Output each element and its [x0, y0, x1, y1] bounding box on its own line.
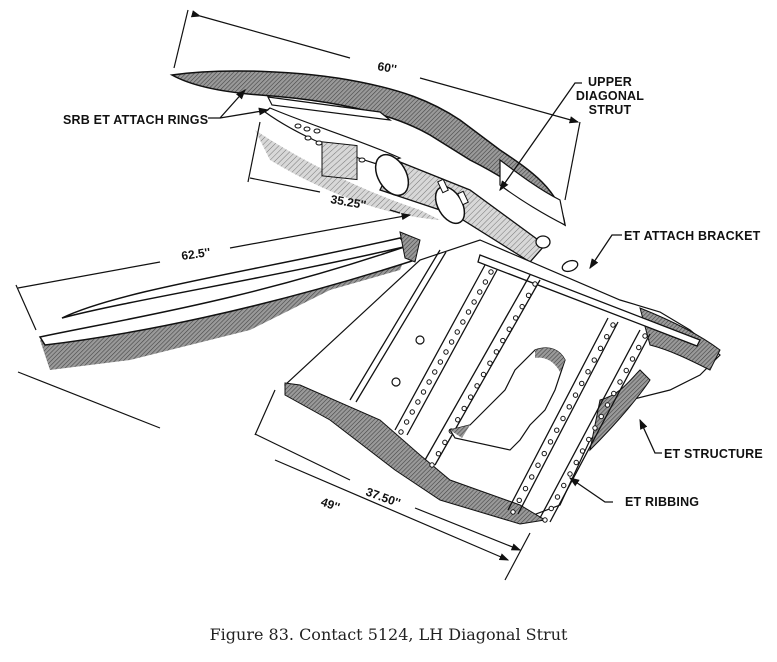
- rivet-hole: [516, 497, 522, 504]
- rivet-hole: [432, 369, 438, 375]
- rivet-hole: [461, 405, 467, 412]
- rivet-hole: [429, 462, 435, 468]
- et-ribbing: [349, 249, 651, 523]
- rivet-hole: [604, 333, 610, 340]
- rivet-hole: [437, 359, 444, 365]
- rivet-hole: [617, 379, 623, 385]
- rivet-hole: [579, 380, 585, 387]
- rivet-hole: [455, 417, 461, 423]
- rivet-hole: [610, 322, 616, 328]
- rivet-hole: [510, 509, 516, 515]
- rivet-hole: [488, 269, 494, 275]
- rivet-hole: [415, 399, 421, 405]
- rivet-hole: [487, 360, 493, 366]
- dimension-lines: [15, 9, 581, 581]
- label-upper-diagonal-strut-line2: DIAGONAL: [576, 89, 644, 103]
- rivet-hole: [398, 429, 404, 435]
- rivet-hole: [604, 402, 611, 408]
- rivet-hole: [474, 383, 480, 389]
- rivet-hole: [542, 517, 548, 523]
- rivet-hole: [623, 367, 629, 374]
- rivet-hole: [512, 315, 519, 321]
- label-et-ribbing: ET RIBBING: [625, 495, 699, 509]
- dimension-62-5in: 62.5'': [180, 245, 211, 263]
- rivet-hole: [573, 459, 579, 466]
- rivet-hole: [480, 371, 487, 378]
- rivet-hole: [460, 319, 466, 325]
- figure-caption: Figure 83. Contact 5124, LH Diagonal Str…: [209, 625, 568, 644]
- dimension-60in: 60'': [376, 59, 397, 76]
- rivet-hole: [500, 337, 506, 344]
- rivet-hole: [566, 404, 572, 410]
- rivet-hole: [572, 392, 579, 398]
- rivet-hole: [471, 299, 477, 305]
- rivet-hole: [642, 333, 648, 339]
- rivet-hole: [420, 389, 427, 395]
- label-upper-diagonal-strut-line3: STRUT: [589, 103, 632, 117]
- rivet-hole: [477, 289, 483, 295]
- rivet-hole: [611, 390, 617, 397]
- label-upper-diagonal-strut-line1: UPPER: [588, 75, 632, 89]
- rivet-hole: [541, 450, 547, 457]
- rivet-hole: [454, 329, 460, 335]
- rivet-holes: [398, 269, 648, 523]
- rivet-hole: [443, 349, 449, 355]
- rivet-hole: [592, 425, 598, 431]
- rivet-hole: [482, 279, 489, 285]
- rivet-hole: [529, 474, 535, 480]
- rivet-hole: [448, 339, 455, 345]
- rivet-hole: [467, 394, 474, 400]
- rivet-hole: [579, 448, 586, 454]
- rivet-hole: [560, 415, 566, 422]
- upper-diagonal-strut: [374, 153, 566, 263]
- rivet-hole: [426, 379, 432, 385]
- dimension-35-25in: 35.25'': [329, 192, 367, 212]
- rivet-hole: [532, 281, 538, 287]
- rivet-hole: [525, 292, 532, 299]
- label-et-attach-bracket: ET ATTACH BRACKET: [624, 229, 761, 243]
- rivet-hole: [442, 439, 448, 446]
- rivet-hole: [506, 326, 512, 332]
- rivet-hole: [567, 471, 573, 477]
- rivet-hole: [598, 413, 604, 420]
- rivet-hole: [535, 462, 541, 468]
- rivet-hole: [548, 505, 554, 512]
- rivet-hole: [522, 485, 529, 492]
- rivet-hole: [554, 427, 560, 433]
- rivet-hole: [586, 436, 592, 443]
- rivet-hole: [629, 356, 636, 362]
- rivet-hole: [597, 345, 604, 352]
- label-et-structure: ET STRUCTURE: [664, 447, 763, 461]
- rivet-hole: [435, 450, 442, 457]
- dimension-49in: 49'': [319, 495, 342, 515]
- rivet-hole: [585, 369, 591, 375]
- rivet-hole: [493, 349, 500, 355]
- rivet-hole: [519, 303, 525, 310]
- rivet-hole: [636, 344, 642, 351]
- srb-et-attach-rings: [169, 70, 566, 227]
- rivet-hole: [547, 439, 554, 445]
- label-srb-et-attach-rings: SRB ET ATTACH RINGS: [63, 113, 208, 127]
- rivet-hole: [465, 309, 472, 315]
- rivet-hole: [403, 419, 410, 425]
- rivet-hole: [561, 482, 567, 489]
- diagram-canvas: SRB ET ATTACH RINGS UPPER DIAGONAL STRUT…: [15, 9, 763, 581]
- rivet-hole: [554, 494, 561, 500]
- rivet-hole: [409, 409, 415, 415]
- leader-lines: [208, 82, 662, 503]
- rivet-hole: [591, 357, 597, 363]
- et-structure: [38, 231, 721, 525]
